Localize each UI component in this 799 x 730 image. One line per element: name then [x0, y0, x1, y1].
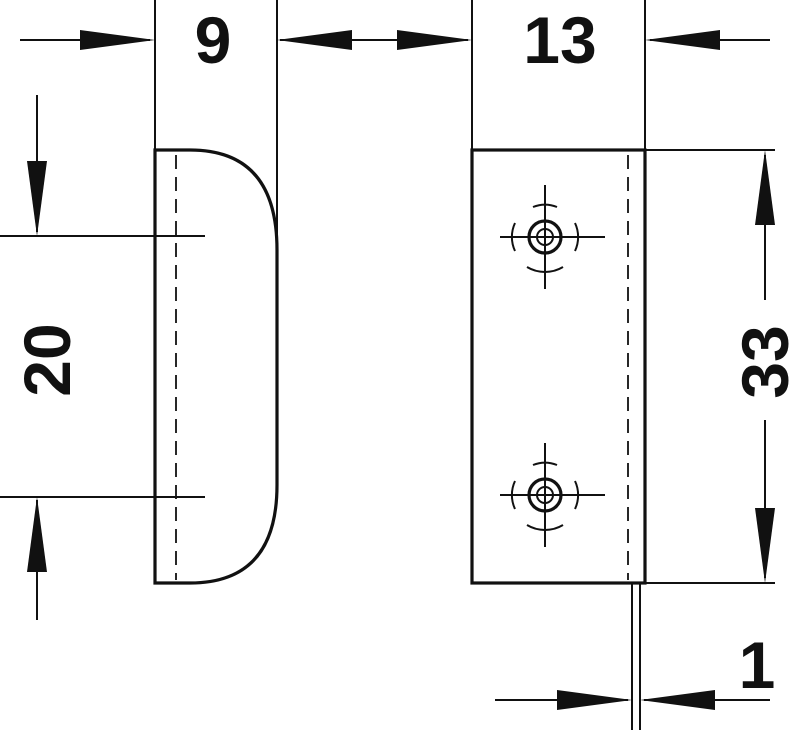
dimension-height-left: 20 — [10, 323, 84, 396]
dimension-width-left: 9 — [195, 3, 232, 77]
screw-hole-bottom — [500, 443, 605, 547]
screw-hole-top — [500, 185, 605, 289]
right-part-plate — [470, 148, 647, 585]
dimension-width-right: 13 — [523, 3, 596, 77]
dimension-thickness: 1 — [739, 628, 776, 702]
extension-lines — [0, 0, 775, 730]
dimension-arrows — [20, 30, 775, 710]
dimension-height-right: 33 — [728, 325, 799, 398]
left-part-profile — [153, 148, 279, 585]
